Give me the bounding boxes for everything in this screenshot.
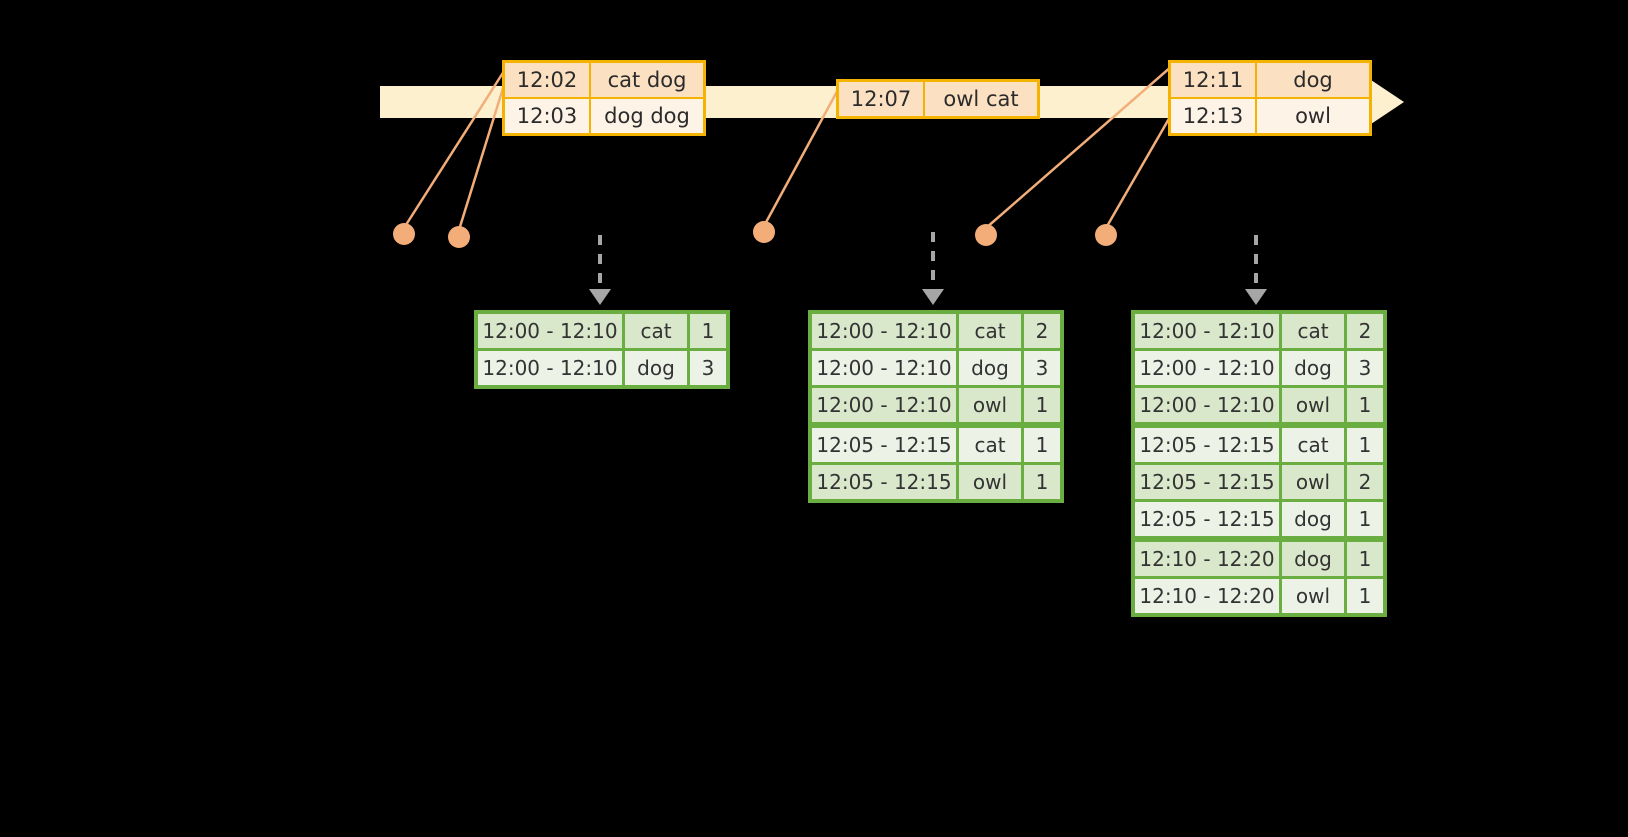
window-cell: 12:00 - 12:10 (1135, 388, 1279, 422)
event-time: 12:13 (1171, 99, 1255, 133)
word-cell: dog (625, 351, 687, 385)
event-time: 12:03 (505, 99, 589, 133)
word-cell: dog (959, 351, 1021, 385)
count-cell: 2 (1024, 314, 1060, 348)
emit-arrow-3-head-icon (1245, 289, 1267, 305)
word-cell: owl (1282, 388, 1344, 422)
emit-arrow-2-head-icon (922, 289, 944, 305)
event-dot-2 (448, 226, 470, 248)
window-cell: 12:00 - 12:10 (812, 351, 956, 385)
count-cell: 1 (1347, 388, 1383, 422)
count-cell: 1 (1024, 465, 1060, 499)
count-cell: 1 (1347, 542, 1383, 576)
word-cell: cat (1282, 428, 1344, 462)
word-cell: dog (1282, 542, 1344, 576)
event-words: dog dog (591, 99, 703, 133)
window-cell: 12:00 - 12:10 (478, 314, 622, 348)
connector-5 (1104, 109, 1176, 229)
word-cell: owl (1282, 579, 1344, 613)
window-cell: 12:00 - 12:10 (812, 388, 956, 422)
count-cell: 1 (1024, 428, 1060, 462)
count-cell: 2 (1347, 314, 1383, 348)
count-cell: 1 (690, 314, 726, 348)
word-cell: cat (959, 314, 1021, 348)
word-cell: cat (959, 428, 1021, 462)
event-dot-5 (1095, 224, 1117, 246)
window-cell: 12:05 - 12:15 (812, 465, 956, 499)
word-cell: owl (959, 388, 1021, 422)
count-cell: 3 (1024, 351, 1060, 385)
count-cell: 1 (1347, 579, 1383, 613)
event-dot-3 (753, 221, 775, 243)
count-cell: 3 (1347, 351, 1383, 385)
event-dot-1 (393, 223, 415, 245)
event-words: owl (1257, 99, 1369, 133)
word-cell: dog (1282, 502, 1344, 536)
count-cell: 1 (1024, 388, 1060, 422)
count-cell: 3 (690, 351, 726, 385)
event-time: 12:11 (1171, 63, 1255, 97)
word-cell: cat (625, 314, 687, 348)
window-cell: 12:10 - 12:20 (1135, 579, 1279, 613)
window-cell: 12:00 - 12:10 (1135, 351, 1279, 385)
count-cell: 2 (1347, 465, 1383, 499)
count-cell: 1 (1347, 428, 1383, 462)
event-words: cat dog (591, 63, 703, 97)
event-dot-4 (975, 224, 997, 246)
window-cell: 12:00 - 12:10 (478, 351, 622, 385)
window-cell: 12:05 - 12:15 (1135, 428, 1279, 462)
window-cell: 12:10 - 12:20 (1135, 542, 1279, 576)
event-words: dog (1257, 63, 1369, 97)
event-time: 12:02 (505, 63, 589, 97)
window-cell: 12:00 - 12:10 (812, 314, 956, 348)
word-cell: owl (1282, 465, 1344, 499)
window-cell: 12:05 - 12:15 (812, 428, 956, 462)
count-cell: 1 (1347, 502, 1383, 536)
word-cell: owl (959, 465, 1021, 499)
word-cell: dog (1282, 351, 1344, 385)
event-words: owl cat (925, 82, 1037, 116)
window-cell: 12:05 - 12:15 (1135, 465, 1279, 499)
timeline-arrowhead-icon (1368, 78, 1404, 126)
window-cell: 12:05 - 12:15 (1135, 502, 1279, 536)
emit-arrow-1-head-icon (589, 289, 611, 305)
window-cell: 12:00 - 12:10 (1135, 314, 1279, 348)
word-cell: cat (1282, 314, 1344, 348)
event-time: 12:07 (839, 82, 923, 116)
